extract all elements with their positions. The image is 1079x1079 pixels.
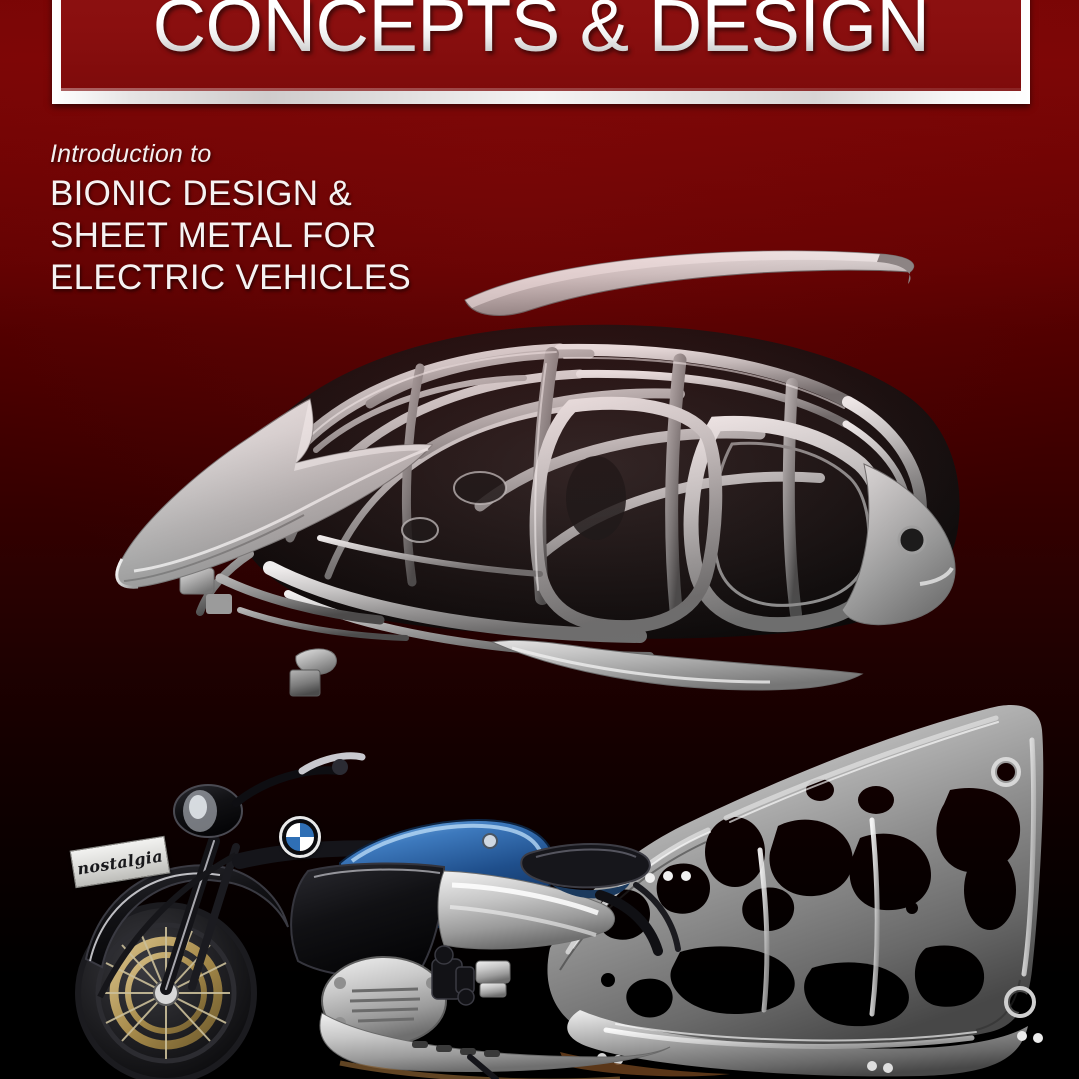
headline-line-3: ELECTRIC VEHICLES <box>50 258 412 297</box>
bmw-roundel-icon <box>279 816 321 858</box>
exploded-car-body-illustration <box>120 238 1000 718</box>
floating-hood-panel-illustration <box>110 385 440 625</box>
motorcycle-illustration <box>40 745 700 1079</box>
title-banner: CONCEPTS & DESIGN <box>52 0 1030 104</box>
subtitle-headline: BIONIC DESIGN & SHEET METAL FOR ELECTRIC… <box>50 173 570 299</box>
headline-line-1: BIONIC DESIGN & <box>50 174 353 213</box>
headline-line-2: SHEET METAL FOR <box>50 216 377 255</box>
banner-inner-bevel <box>61 88 1021 91</box>
page-title: CONCEPTS & DESIGN <box>52 0 1030 72</box>
subtitle-block: Introduction to BIONIC DESIGN & SHEET ME… <box>50 138 570 299</box>
nostalgia-plate-text: nostalgia <box>75 845 165 879</box>
subtitle-eyebrow: Introduction to <box>50 140 212 168</box>
banner-inner-fill <box>61 0 1021 91</box>
